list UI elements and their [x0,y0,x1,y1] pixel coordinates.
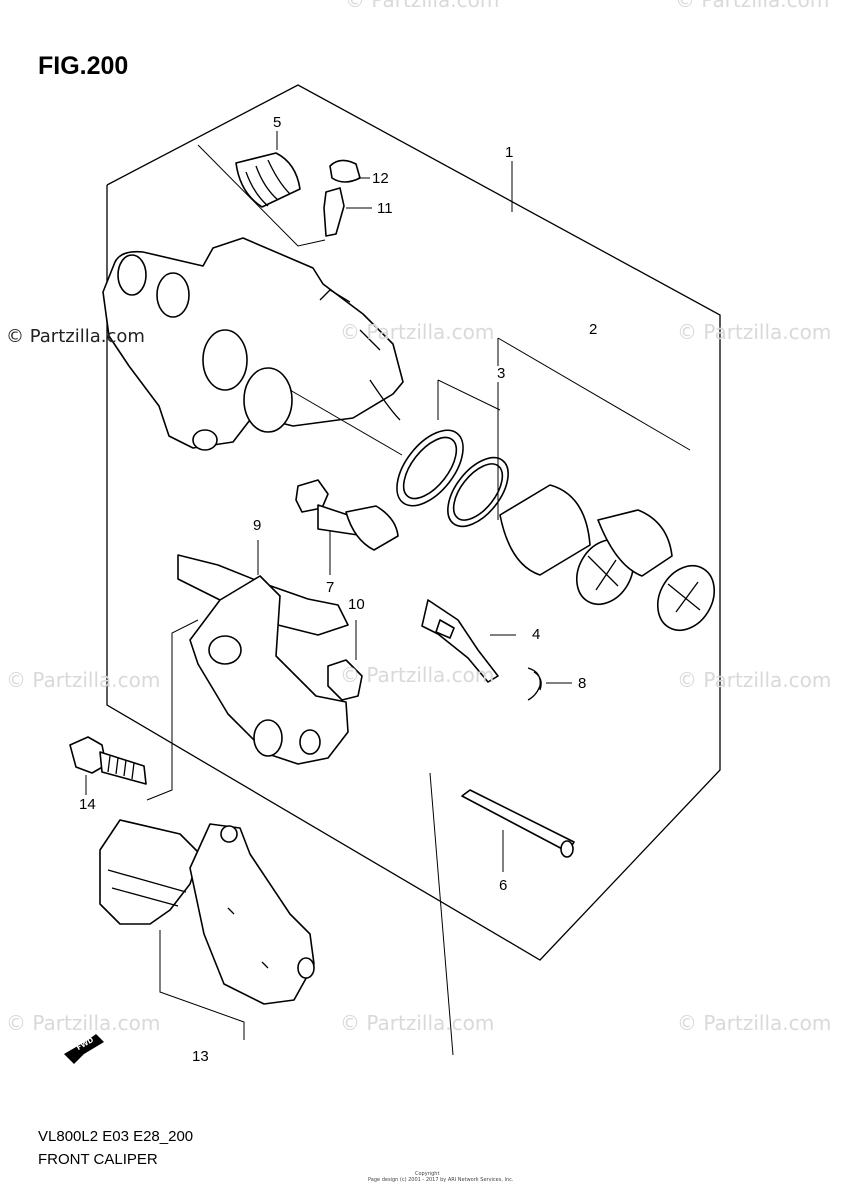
watermark: © Partzilla.com [677,320,832,344]
part-9-bracket [177,540,349,765]
callout-1[interactable]: 1 [505,144,514,161]
part-13-pads [99,819,315,1005]
callout-12[interactable]: 12 [372,170,389,187]
callout-14[interactable]: 14 [79,796,96,813]
callout-4[interactable]: 4 [532,626,541,643]
callout-9[interactable]: 9 [253,517,262,534]
watermark: © Partzilla.com [345,0,500,12]
callout-3[interactable]: 3 [497,365,506,382]
watermark: © Partzilla.com [6,326,145,347]
part-14-bolt [69,736,147,795]
copyright-line-2: Page design (c) 2001 - 2017 by ARI Netwo… [368,1177,514,1183]
watermark: © Partzilla.com [340,1011,495,1035]
assembly-frame [106,84,721,961]
caliper-body [102,237,404,456]
watermark: © Partzilla.com [6,668,161,692]
part-3-seals [396,379,509,528]
fwd-arrow-icon [64,1034,104,1064]
part-8-clip [527,667,572,701]
watermark: © Partzilla.com [340,663,495,687]
watermark: © Partzilla.com [677,1011,832,1035]
callout-8[interactable]: 8 [578,675,587,692]
part-4-pad-spring [421,599,516,683]
part-5-boot [235,130,301,208]
callout-6[interactable]: 6 [499,877,508,894]
callout-13[interactable]: 13 [192,1048,209,1065]
watermark: © Partzilla.com [6,1011,161,1035]
part-10-spring [327,620,363,701]
callout-11[interactable]: 11 [377,200,393,217]
watermark: © Partzilla.com [677,668,832,692]
callout-10[interactable]: 10 [348,596,365,613]
watermark: © Partzilla.com [340,320,495,344]
part-12-cap [329,159,370,183]
watermark: © Partzilla.com [675,0,830,12]
callout-2[interactable]: 2 [589,321,598,338]
callout-5[interactable]: 5 [273,114,282,131]
section-name: FRONT CALIPER [38,1151,158,1168]
part-2-pistons [497,337,716,631]
part-11-bleeder [323,187,372,237]
part-6-pin [461,789,575,872]
copyright-line-1: Copyright [415,1171,440,1177]
part-7-pin [295,479,399,575]
figure-title: FIG.200 [38,52,129,80]
model-code: VL800L2 E03 E28_200 [38,1128,194,1145]
callout-7[interactable]: 7 [326,579,335,596]
